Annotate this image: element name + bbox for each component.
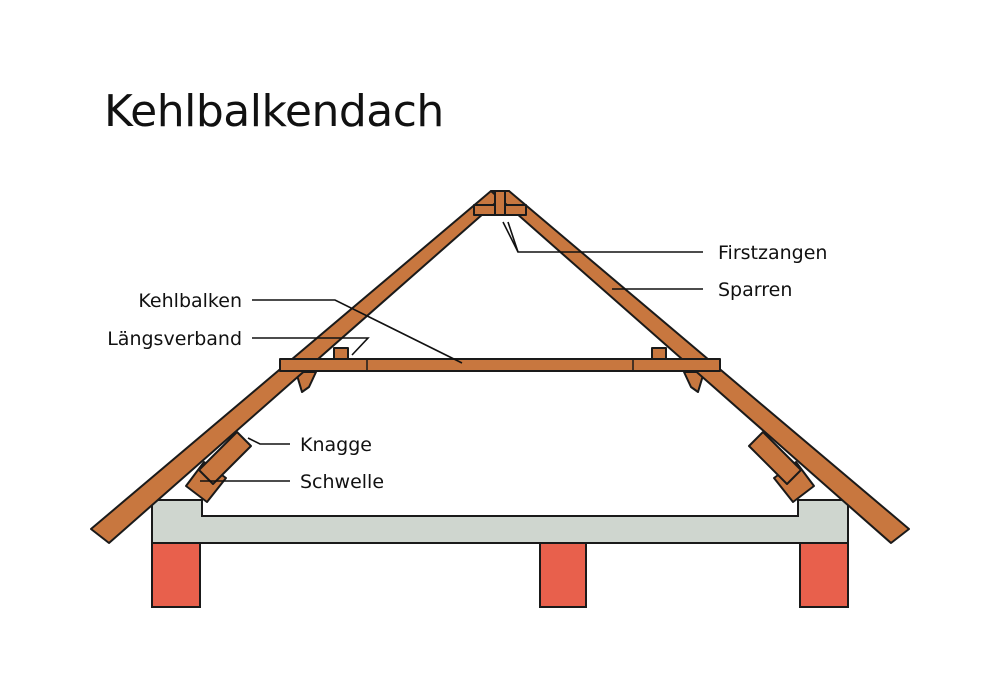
label-knagge: Knagge [300,434,372,456]
leader-knagge [247,437,290,445]
leader-firstzangen-2 [507,221,519,253]
kehlbalken [279,358,721,372]
label-sparren: Sparren [718,279,792,301]
diagram-title: Kehlbalkendach [104,86,444,137]
knagge-left [198,431,252,485]
laengsverband-block-right [651,347,667,360]
brick-post-right [799,542,849,608]
knagge-right [748,431,802,485]
label-schwelle: Schwelle [300,471,384,493]
label-firstzangen: Firstzangen [718,242,827,264]
leader-laengsverband [252,337,370,356]
label-kehlbalken: Kehlbalken [138,290,242,312]
brick-post-middle [539,542,587,608]
leader-kehlbalken [252,299,463,364]
masonry-base [151,499,849,544]
laengsverband-block-left [333,347,349,360]
ridge-post [494,190,506,216]
brick-post-left [151,542,201,608]
label-laengsverband: Längsverband [107,328,242,350]
